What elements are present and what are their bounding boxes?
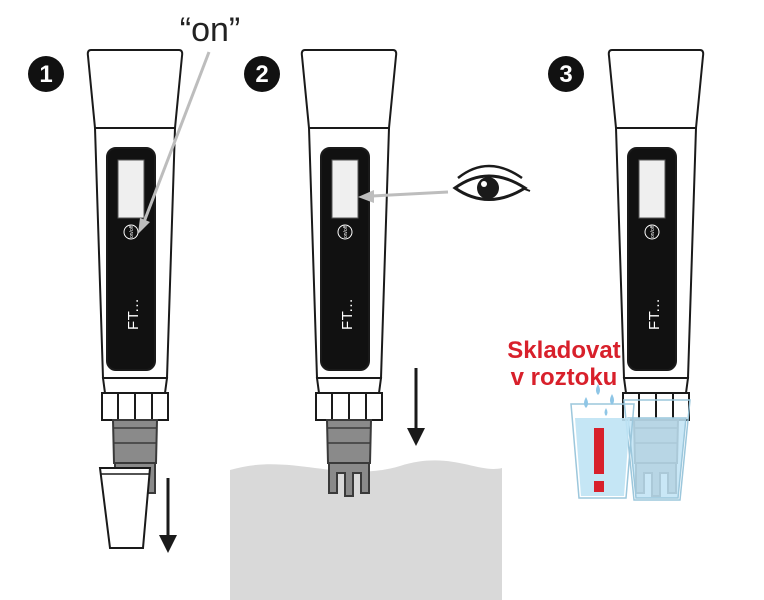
meter-pen-3: FT... on/off: [607, 49, 705, 497]
step-3-badge: 3: [548, 56, 584, 92]
on-off-button-label: on/off: [343, 225, 349, 238]
step-1: 1 FT... on/off “on”: [28, 11, 240, 553]
eye-icon: [452, 164, 531, 201]
exclamation-icon: [594, 428, 604, 492]
water-drops-icon: [584, 384, 614, 416]
on-off-button-label: on/off: [650, 225, 656, 238]
protective-cap: [98, 467, 152, 549]
step-1-number: 1: [39, 61, 52, 88]
step-1-badge: 1: [28, 56, 64, 92]
storage-cap-with-solution: [623, 399, 691, 501]
view-pointer: [358, 190, 449, 203]
arrow-down-icon: [407, 368, 425, 446]
storage-warning-line-1: Skladovat: [507, 337, 620, 364]
storage-warning-line-2: v roztoku: [511, 364, 618, 391]
model-label: FT...: [125, 298, 142, 330]
model-label: FT...: [339, 298, 356, 330]
model-label: FT...: [646, 298, 663, 330]
meter-pen-1: FT... on/off: [86, 49, 184, 497]
on-off-button-label: on/off: [129, 225, 135, 238]
step-2-badge: 2: [244, 56, 280, 92]
on-pointer: [138, 51, 211, 234]
water-body: [230, 460, 502, 600]
step-3: 3 FT... on/off Skladovat v roztoku: [507, 49, 705, 501]
meter-pen-2: FT... on/off: [300, 49, 398, 497]
step-3-number: 3: [559, 61, 572, 88]
step-2: 2 FT... on/off: [230, 49, 531, 600]
arrow-down-icon: [159, 478, 177, 553]
on-label: “on”: [180, 11, 240, 49]
step-2-number: 2: [255, 61, 268, 88]
